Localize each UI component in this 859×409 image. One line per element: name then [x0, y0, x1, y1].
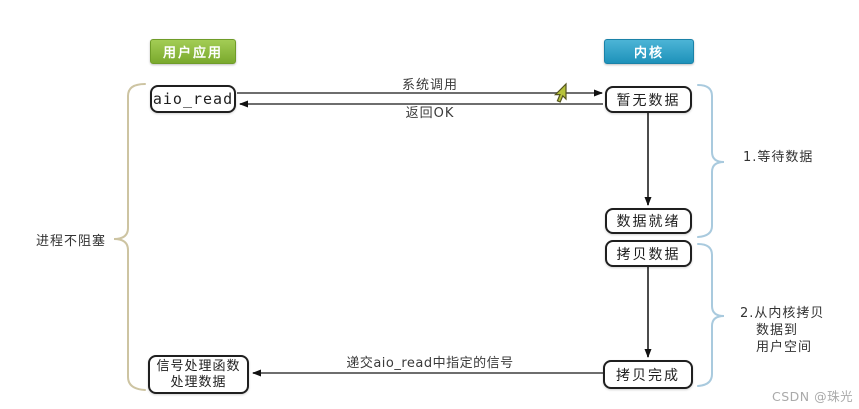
node-copy-data: 拷贝数据 [605, 240, 692, 267]
node-no-data: 暂无数据 [605, 86, 692, 113]
node-copy-complete: 拷贝完成 [603, 360, 693, 389]
wait-brace [697, 84, 725, 238]
node-data-ready: 数据就绪 [605, 208, 692, 234]
copy-brace [697, 243, 725, 387]
left-brace [113, 83, 146, 391]
copy-label-line2: 数据到 [756, 323, 799, 338]
user-app-header: 用户应用 [150, 39, 236, 64]
kernel-header: 内核 [604, 39, 694, 64]
signal-handler-line1: 信号处理函数 [156, 358, 241, 374]
copy-to-userspace-label: 2.从内核拷贝 数据到 用户空间 [740, 305, 824, 356]
node-aio-read: aio_read [150, 85, 236, 113]
node-signal-handler: 信号处理函数 处理数据 [148, 355, 249, 394]
wait-data-label: 1.等待数据 [743, 150, 814, 165]
copy-label-line1: 2.从内核拷贝 [740, 306, 825, 321]
mouse-cursor-icon [553, 82, 567, 103]
process-no-block-label: 进程不阻塞 [36, 234, 107, 249]
deliver-signal-label: 递交aio_read中指定的信号 [346, 356, 514, 371]
copy-label-line3: 用户空间 [756, 340, 813, 355]
csdn-watermark: CSDN @珠光 [772, 389, 854, 404]
system-call-label: 系统调用 [401, 78, 458, 93]
return-ok-label: 返回OK [405, 106, 455, 121]
signal-handler-line2: 处理数据 [170, 374, 227, 390]
